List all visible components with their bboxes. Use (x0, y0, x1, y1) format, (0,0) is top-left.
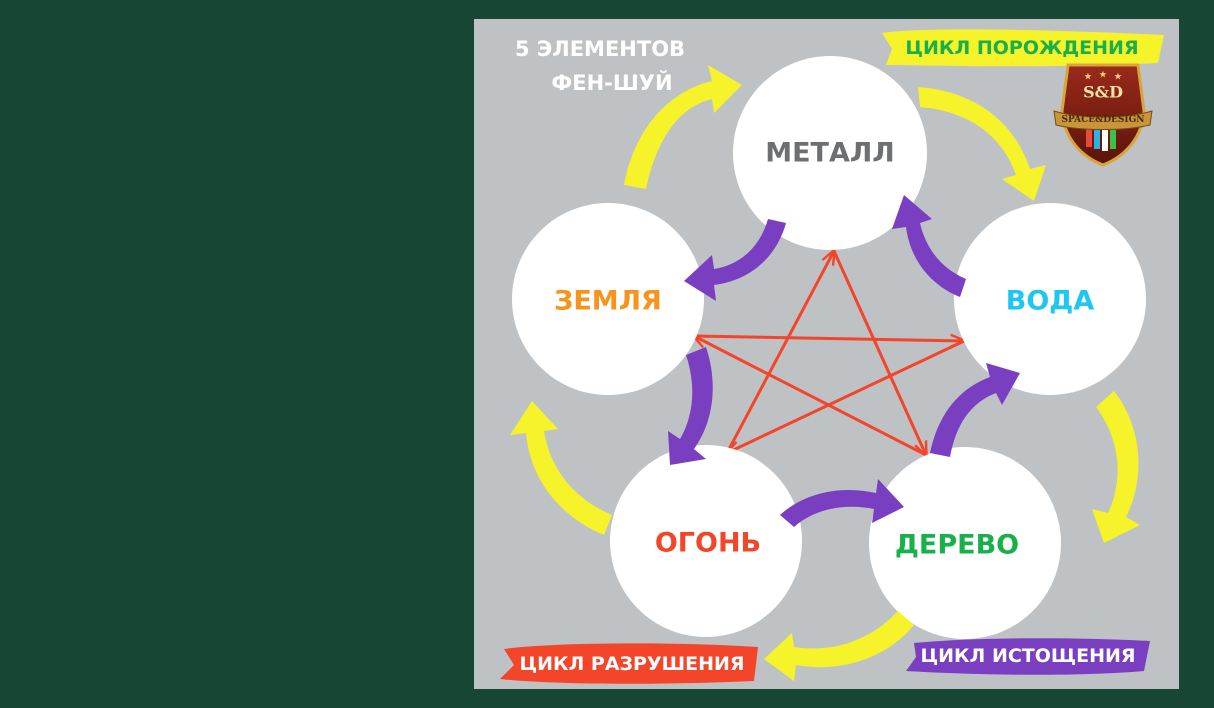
wood-label: ДЕРЕВО (895, 530, 1019, 561)
fire-circle (610, 445, 802, 637)
water-circle (954, 203, 1146, 395)
generation-arrow-water-wood (1092, 391, 1140, 543)
destruction-cycle-badge: ЦИКЛ РАЗРУШЕНИЯ (500, 643, 758, 684)
exhaustion-arrow-earth-fire (668, 347, 713, 465)
logo-star-right-icon: ★ (1114, 71, 1122, 81)
exhaustion-arrow-water-metal (892, 195, 966, 297)
wood-circle (869, 447, 1061, 639)
diagram-title-line1: 5 ЭЛЕМЕНТОВ (515, 37, 685, 61)
metal-circle (733, 56, 927, 250)
star-line-metal-wood (832, 250, 926, 455)
feng-shui-diagram-panel: МЕТАЛЛ ВОДА ДЕРЕВО ОГОНЬ ЗЕМЛЯ 5 ЭЛЕМЕНТ… (474, 19, 1179, 689)
space-design-logo: ★ ★ ★ S&D SPACE&DESIGN (1053, 63, 1153, 167)
destruction-star (694, 251, 964, 455)
water-label: ВОДА (1006, 286, 1095, 317)
logo-star-left-icon: ★ (1084, 71, 1092, 81)
logo-ribbon-text: SPACE&DESIGN (1061, 115, 1144, 125)
exhaustion-cycle-label: ЦИКЛ ИСТОЩЕНИЯ (920, 645, 1135, 667)
generation-arrow-earth-metal (624, 65, 742, 189)
generation-arrow-fire-earth (510, 401, 612, 535)
logo-monogram: S&D (1083, 83, 1123, 102)
metal-label: МЕТАЛЛ (765, 138, 894, 169)
generation-arrows (510, 65, 1140, 681)
element-circles (512, 56, 1146, 639)
star-line-wood-earth (694, 336, 927, 457)
exhaustion-arrow-metal-earth (684, 219, 786, 301)
fire-label: ОГОНЬ (655, 528, 761, 559)
diagram-title-line2: ФЕН-ШУЙ (551, 70, 672, 95)
exhaustion-cycle-badge: ЦИКЛ ИСТОЩЕНИЯ (906, 638, 1150, 675)
exhaustion-arrow-wood-water (930, 363, 1020, 457)
five-elements-diagram: МЕТАЛЛ ВОДА ДЕРЕВО ОГОНЬ ЗЕМЛЯ 5 ЭЛЕМЕНТ… (500, 29, 1164, 684)
destruction-cycle-label: ЦИКЛ РАЗРУШЕНИЯ (519, 653, 744, 675)
earth-label: ЗЕМЛЯ (554, 286, 662, 317)
generation-cycle-label: ЦИКЛ ПОРОЖДЕНИЯ (905, 37, 1138, 59)
generation-arrow-metal-water (918, 87, 1046, 201)
star-line-water-fire (727, 339, 965, 453)
exhaustion-arrows (668, 195, 1020, 527)
exhaustion-arrow-fire-wood (780, 479, 904, 527)
earth-circle (512, 203, 704, 395)
star-line-fire-metal (725, 251, 834, 454)
logo-star-center-icon: ★ (1099, 69, 1107, 79)
generation-arrow-wood-fire (764, 611, 914, 681)
generation-cycle-badge: ЦИКЛ ПОРОЖДЕНИЯ (882, 29, 1164, 67)
star-line-earth-water (693, 336, 964, 341)
